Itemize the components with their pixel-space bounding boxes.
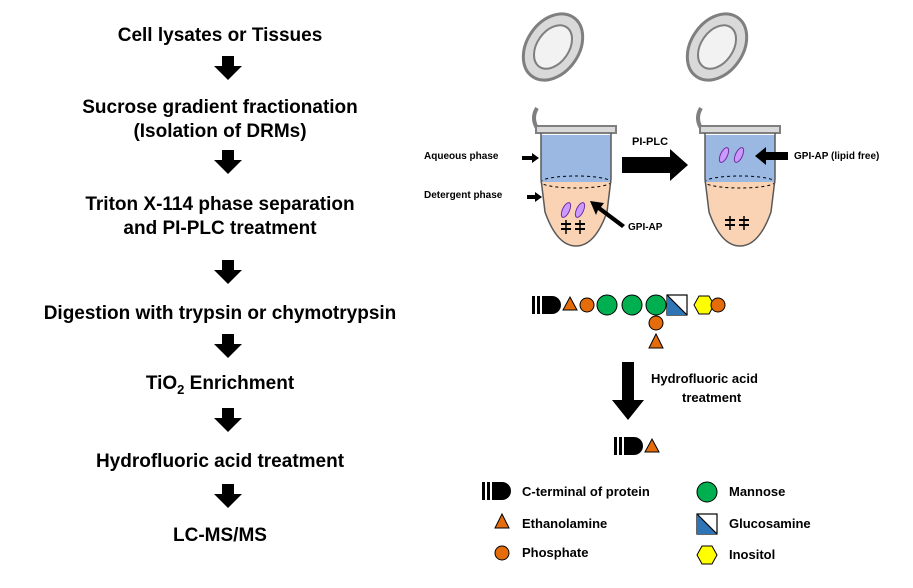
step-cell-lysates-text: Cell lysates or Tissues: [117, 25, 323, 46]
step-digestion-text: Digestion with trypsin or chymotrypsin: [43, 303, 397, 324]
step-triton-separation: Triton X-114 phase separation and PI-PLC…: [0, 193, 440, 241]
step-tio2-pre: TiO: [145, 373, 178, 394]
hydrofluoric-label-line2: treatment: [682, 390, 742, 405]
gpi-residual-structure: [614, 437, 660, 455]
legend-ethanolamine-icon: [494, 512, 510, 529]
pi-plc-label: PI-PLC: [632, 136, 669, 148]
gpi-ap-label: GPI-AP: [628, 222, 663, 233]
aqueous-phase-label: Aqueous phase: [424, 151, 499, 162]
tube-after: [673, 1, 781, 247]
phosphate-icon: [648, 315, 664, 331]
step-triton-line1: Triton X-114 phase separation: [85, 194, 355, 215]
step-tio2-post: Enrichment: [184, 373, 295, 394]
step-sucrose-line1: Sucrose gradient fractionation: [82, 97, 358, 118]
step-hydrofluoric: Hydrofluoric acid treatment: [0, 450, 440, 474]
step-digestion: Digestion with trypsin or chymotrypsin: [0, 302, 440, 326]
gpi-ap-arrow-icon: [590, 201, 625, 228]
legend-mannose-icon: [696, 481, 718, 503]
mannose-icon: [645, 294, 667, 316]
down-arrow-icon: [214, 334, 242, 358]
step-tio2-enrichment: TiO2 Enrichment: [0, 372, 440, 402]
down-arrow-icon: [214, 56, 242, 80]
legend-glucosamine-label: Glucosamine: [729, 516, 811, 531]
legend-inositol-icon: [696, 545, 718, 565]
legend-inositol-label: Inositol: [729, 547, 776, 562]
ethanolamine-icon: [648, 332, 664, 349]
legend-mannose-label: Mannose: [729, 484, 786, 499]
down-arrow-icon: [214, 408, 242, 432]
ethanolamine-icon: [644, 437, 660, 453]
legend-ethanolamine-label: Ethanolamine: [522, 516, 608, 531]
down-arrow-icon: [214, 260, 242, 284]
legend-phosphate-icon: [494, 545, 510, 561]
step-lc-ms: LC-MS/MS: [0, 524, 440, 548]
hydrofluoric-label-line1: Hydrofluoric acid: [651, 371, 758, 386]
step-cell-lysates: Cell lysates or Tissues: [0, 24, 440, 48]
step-tio2-sub: 2: [177, 381, 185, 397]
aqueous-phase-fill: [541, 135, 611, 182]
pi-plc-arrow-icon: [622, 149, 688, 181]
down-arrow-icon: [214, 484, 242, 508]
aqueous-arrow-icon: [522, 153, 539, 163]
detergent-phase-label: Detergent phase: [424, 190, 503, 201]
step-sucrose-line2: (Isolation of DRMs): [133, 121, 307, 142]
gpi-ap-lipid-free-arrow-icon: [755, 147, 788, 165]
gpi-ap-lipid-free-label: GPI-AP (lipid free): [794, 151, 880, 162]
detergent-arrow-icon: [527, 192, 542, 202]
step-lc-ms-text: LC-MS/MS: [173, 525, 267, 546]
c-terminal-icon: [624, 437, 643, 455]
ethanolamine-icon: [562, 295, 578, 311]
step-triton-line2: and PI-PLC treatment: [123, 218, 317, 239]
step-hydrofluoric-text: Hydrofluoric acid treatment: [95, 451, 345, 472]
tube-before: [509, 1, 617, 247]
mannose-icon: [621, 294, 643, 316]
step-sucrose-gradient: Sucrose gradient fractionation (Isolatio…: [0, 96, 440, 144]
legend-symbols: [482, 481, 718, 565]
mannose-icon: [596, 294, 618, 316]
gpi-full-structure: [532, 294, 726, 349]
legend-c-terminal-label: C-terminal of protein: [522, 484, 650, 499]
phosphate-icon: [710, 297, 726, 313]
phosphate-icon: [579, 297, 595, 313]
hydrofluoric-arrow-icon: [612, 362, 644, 420]
legend-c-terminal-icon: [492, 482, 511, 500]
legend-phosphate-label: Phosphate: [522, 545, 589, 560]
down-arrow-icon: [214, 150, 242, 174]
c-terminal-icon: [542, 296, 561, 314]
